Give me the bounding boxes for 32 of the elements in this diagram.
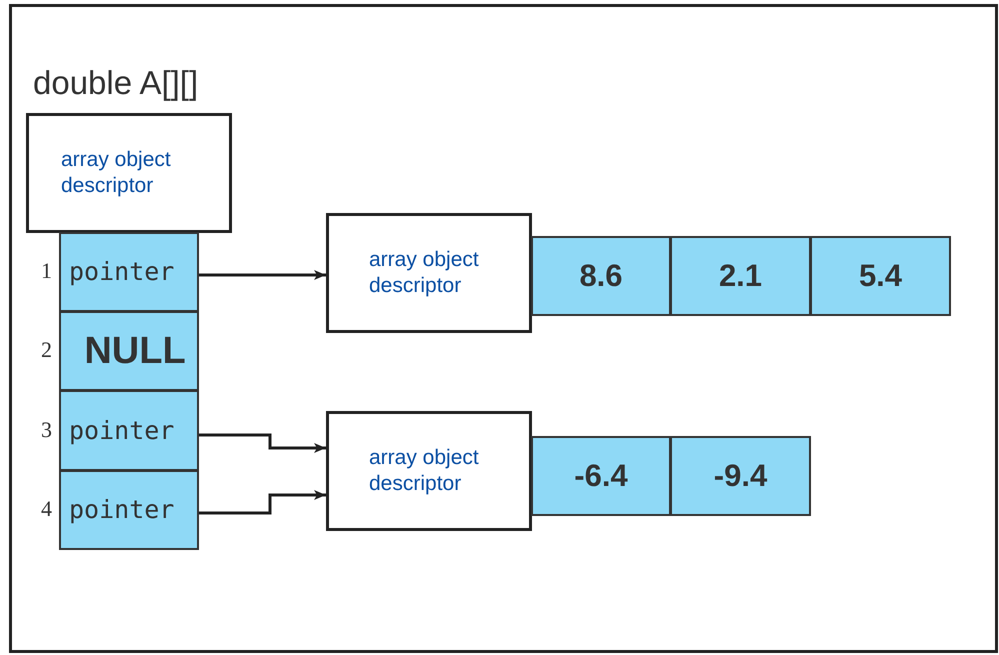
node-text: array object descriptor bbox=[369, 445, 480, 497]
index-number: 2 bbox=[40, 337, 52, 363]
node-text: 8.6 bbox=[579, 256, 623, 295]
node-text: pointer bbox=[69, 494, 174, 526]
value-cell bbox=[531, 436, 671, 516]
index-number: 4 bbox=[40, 496, 52, 522]
value-cell bbox=[670, 436, 811, 516]
node-text: array object descriptor bbox=[369, 247, 480, 299]
value-cell bbox=[810, 236, 951, 316]
node-text: -9.4 bbox=[714, 456, 768, 495]
value-cell bbox=[670, 236, 811, 316]
diagram-title: double A[][] bbox=[33, 64, 198, 102]
index-number: 1 bbox=[40, 258, 52, 284]
node-text: -6.4 bbox=[574, 456, 628, 495]
arrow bbox=[199, 434, 326, 453]
descriptor-box bbox=[326, 411, 532, 531]
node-text: 5.4 bbox=[858, 256, 902, 295]
descriptor-box bbox=[326, 213, 532, 333]
node-text: array object descriptor bbox=[61, 147, 172, 199]
value-cell bbox=[531, 236, 671, 316]
node-text: pointer bbox=[69, 256, 174, 288]
pointer-cell bbox=[59, 470, 199, 550]
node-text: NULL bbox=[84, 328, 186, 374]
index-number: 3 bbox=[40, 416, 52, 442]
descriptor-box bbox=[26, 113, 232, 233]
arrow bbox=[199, 270, 326, 280]
node-text: pointer bbox=[69, 414, 174, 447]
pointer-cell bbox=[59, 232, 199, 312]
arrow bbox=[199, 490, 326, 514]
node-text: 2.1 bbox=[718, 256, 762, 295]
pointer-cell bbox=[59, 390, 199, 471]
null-cell bbox=[59, 311, 199, 391]
